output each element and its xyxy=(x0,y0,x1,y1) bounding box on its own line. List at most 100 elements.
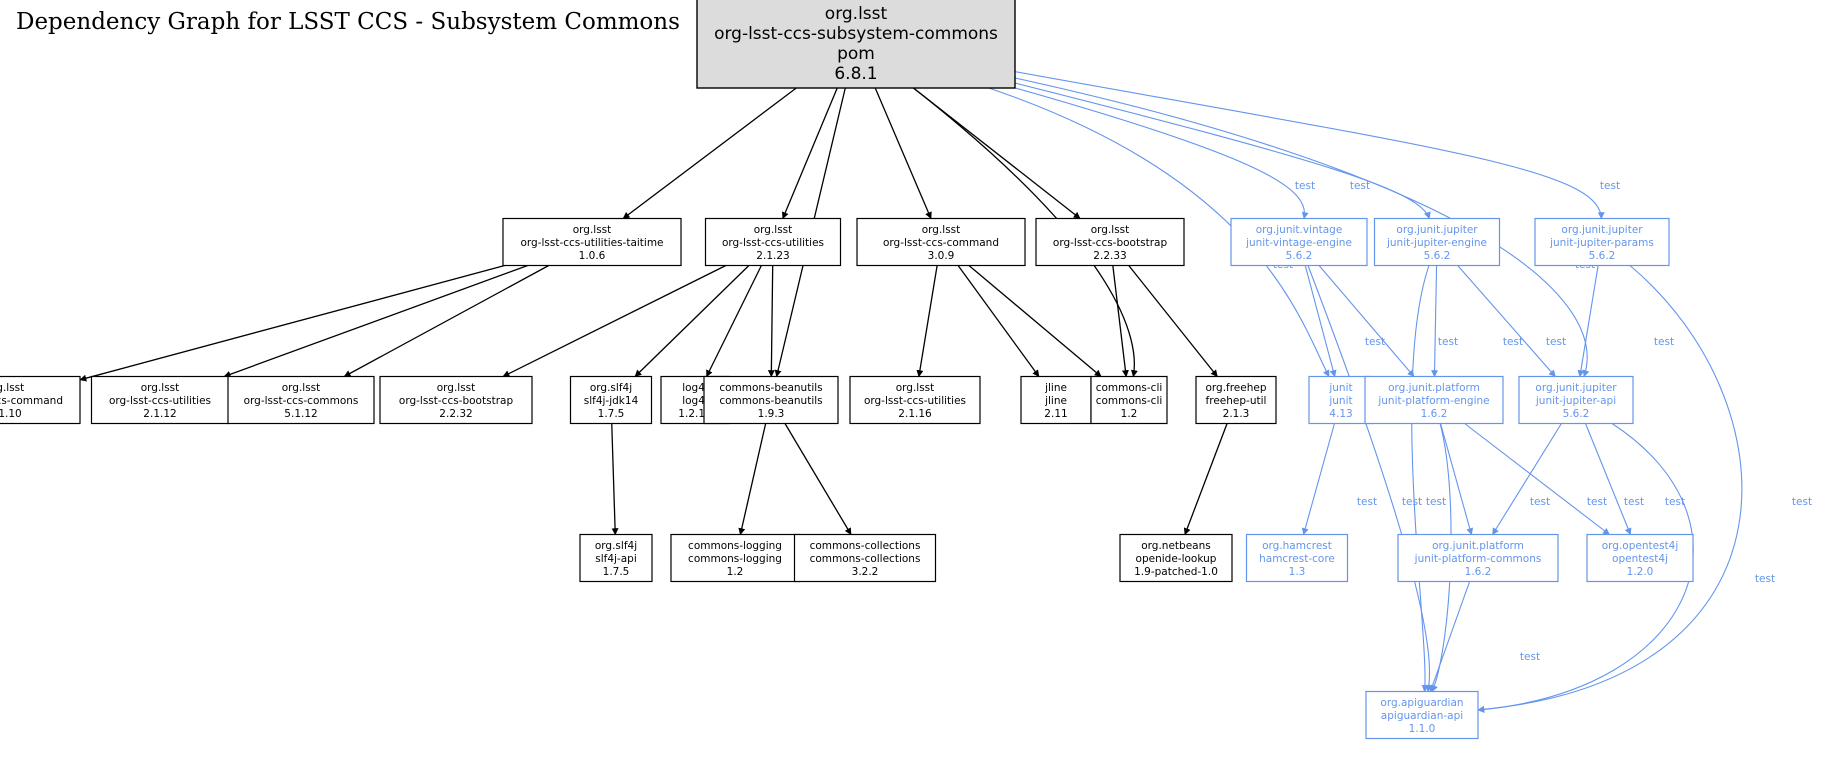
edge-freehep-to-openide xyxy=(1183,423,1228,536)
node-label-line: org.lsst xyxy=(141,382,180,394)
node-label-line: slf4j-jdk14 xyxy=(584,395,639,407)
node-label-line: 3.0.9 xyxy=(928,250,955,262)
node-label-line: 2.1.23 xyxy=(756,250,789,262)
node-label-line: 1.7.5 xyxy=(603,566,630,578)
node-label-line: org.junit.jupiter xyxy=(1396,224,1478,236)
node-label-line: org-lsst-ccs-subsystem-commons xyxy=(714,24,998,44)
edge-label: test xyxy=(1503,336,1523,348)
node-juparams[interactable]: org.junit.jupiterjunit-jupiter-params5.6… xyxy=(1534,217,1670,267)
edge-util2123-to-log4j xyxy=(706,265,762,378)
node-label-line: org.freehep xyxy=(1205,382,1266,394)
node-label-line: 1.3 xyxy=(1289,566,1306,578)
edge-boot2233-to-freehep xyxy=(1128,265,1218,378)
node-vintage[interactable]: org.junit.vintagejunit-vintage-engine5.6… xyxy=(1230,217,1368,267)
node-taitime[interactable]: org.lsstorg-lsst-ccs-utilities-taitime1.… xyxy=(502,217,682,267)
edge-label: test xyxy=(1665,496,1685,508)
node-label-line: junit-jupiter-api xyxy=(1535,395,1616,407)
node-label-line: junit xyxy=(1328,382,1352,394)
edge-util2123-to-slf4jjdk xyxy=(634,265,750,377)
edge-juparams-to-jupapi xyxy=(1577,265,1599,378)
edge-label: test xyxy=(1792,496,1812,508)
node-label-line: org.slf4j xyxy=(595,540,637,552)
edge-label: test xyxy=(1546,336,1566,348)
node-root[interactable]: org.lsstorg-lsst-ccs-subsystem-commonspo… xyxy=(696,0,1016,89)
node-label-line: org.junit.vintage xyxy=(1256,224,1343,236)
graph-title: Dependency Graph for LSST CCS - Subsyste… xyxy=(16,9,680,35)
node-platcommons[interactable]: org.junit.platformjunit-platform-commons… xyxy=(1397,533,1559,583)
node-label-line: 2.1.3 xyxy=(1223,408,1250,420)
node-label-line: opentest4j xyxy=(1612,553,1668,565)
node-label-line: 1.7.5 xyxy=(598,408,625,420)
node-label-line: 2.1.12 xyxy=(143,408,176,420)
node-label-line: org.lsst xyxy=(896,382,935,394)
node-label-line: org.lsst xyxy=(0,382,24,394)
node-label-line: apiguardian-api xyxy=(1381,710,1463,722)
node-label-line: org.opentest4j xyxy=(1602,540,1679,552)
node-box xyxy=(502,217,682,267)
node-box xyxy=(1365,690,1479,740)
edge-taitime-to-util2112 xyxy=(223,264,528,378)
edge-cmd309-to-jline xyxy=(957,265,1040,378)
node-label-line: 3.2.2 xyxy=(852,566,879,578)
node-plateng[interactable]: org.junit.platformjunit-platform-engine1… xyxy=(1364,375,1504,425)
edge-jupapi-to-apiguardian xyxy=(1477,423,1694,713)
node-openide[interactable]: org.netbeansopenide-lookup1.9-patched-1.… xyxy=(1119,533,1233,583)
edge-root-to-vintage xyxy=(1014,87,1309,220)
node-label-line: 1.1.0 xyxy=(1409,723,1436,735)
node-jupeng[interactable]: org.junit.jupiterjunit-jupiter-engine5.6… xyxy=(1373,217,1501,267)
node-label-line: commons-logging xyxy=(688,553,782,565)
node-label-line: junit-jupiter-params xyxy=(1549,237,1654,249)
edge-juparams-to-apiguardian xyxy=(1477,265,1743,713)
node-label-line: org-lsst-ccs-bootstrap xyxy=(1053,237,1168,249)
node-label-line: slf4j-api xyxy=(595,553,637,565)
edge-label: test xyxy=(1600,180,1620,192)
node-label-line: org.junit.platform xyxy=(1432,540,1524,552)
edge-junit-to-hamcrest xyxy=(1301,423,1335,536)
node-label-line: 1.0.6 xyxy=(579,250,606,262)
node-box xyxy=(703,375,839,425)
edge-util2123-to-boot2232 xyxy=(502,264,727,378)
node-label-line: org.lsst xyxy=(573,224,612,236)
node-label-line: org.junit.platform xyxy=(1388,382,1480,394)
edge-jupapi-to-opentest4j xyxy=(1585,423,1632,536)
node-label-line: 1.2 xyxy=(1121,408,1138,420)
node-label-line: openide-lookup xyxy=(1136,553,1217,565)
node-label-line: commons-beanutils xyxy=(719,395,822,407)
node-label-line: 5.6.2 xyxy=(1424,250,1451,262)
node-label-line: org.lsst xyxy=(1091,224,1130,236)
node-box xyxy=(379,375,533,425)
edge-jupapi-to-platcommons xyxy=(1492,423,1562,536)
edge-plateng-to-opentest4j xyxy=(1464,423,1610,535)
edge-boot2233-to-cli xyxy=(1112,265,1129,378)
node-collections[interactable]: commons-collectionscommons-collections3.… xyxy=(793,533,937,583)
node-label-line: 5.6.2 xyxy=(1286,250,1313,262)
node-label-line: org-lsst-ccs-command xyxy=(883,237,999,249)
node-box xyxy=(849,375,981,425)
node-box xyxy=(1090,375,1168,425)
node-box xyxy=(1586,533,1694,583)
edge-label: test xyxy=(1530,496,1550,508)
node-label-line: freehep-util xyxy=(1206,395,1267,407)
edge-jupeng-to-jupapi xyxy=(1457,265,1556,378)
